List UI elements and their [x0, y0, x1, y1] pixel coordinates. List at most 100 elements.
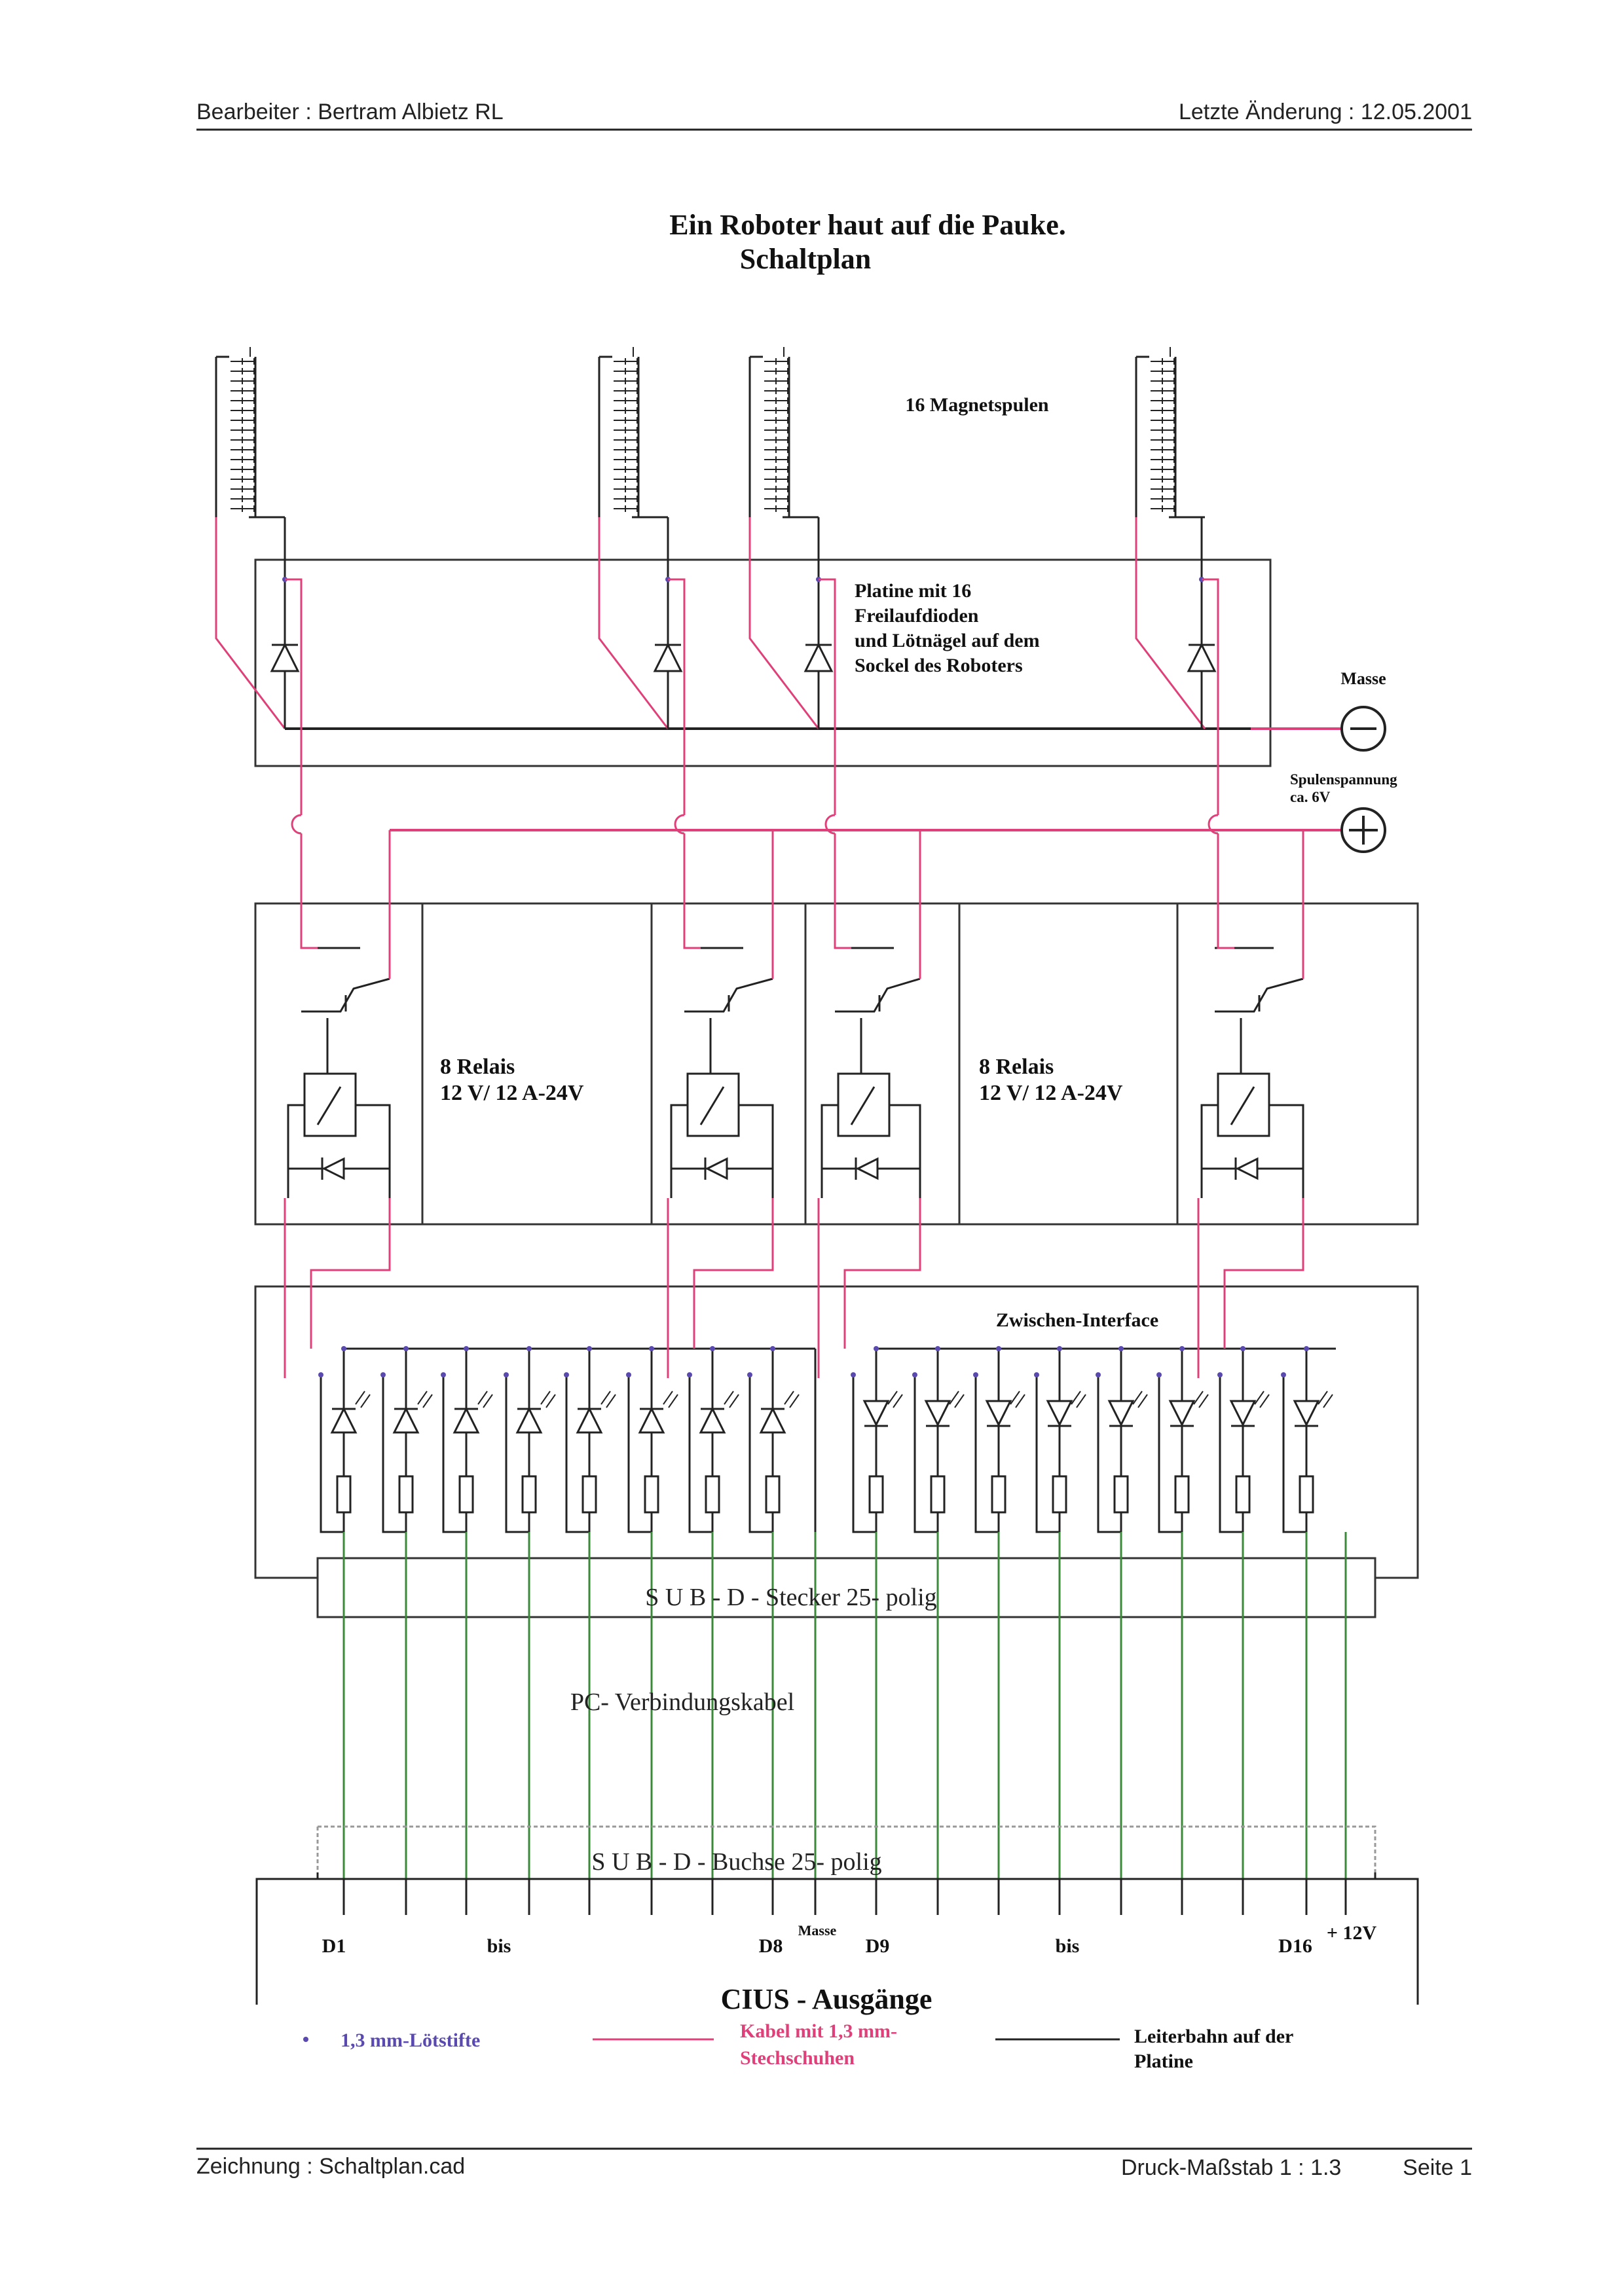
solder-pin — [526, 1346, 532, 1351]
relay-feed-wire — [285, 578, 303, 815]
resistor-icon — [1052, 1475, 1067, 1514]
relay-right-label-1: 8 Relais — [979, 1055, 1054, 1079]
solder-pin — [747, 1372, 752, 1377]
magnet-coil-icon — [215, 347, 285, 519]
diode-icon — [392, 1406, 420, 1434]
solder-pin — [973, 1372, 978, 1377]
interface-channel — [1034, 1346, 1086, 1533]
diode-icon — [322, 1157, 345, 1180]
resistor-icon — [336, 1475, 352, 1514]
diode-icon — [576, 1406, 603, 1434]
coil-return-wire — [1135, 517, 1206, 729]
interface-channels — [318, 1346, 1336, 1558]
solder-pin — [564, 1372, 569, 1377]
relay-feed-wire — [819, 578, 836, 815]
magnet-coil-icon — [1135, 347, 1205, 519]
board-label-2: Freilaufdioden — [855, 605, 979, 627]
ground-label: Masse — [1340, 669, 1386, 688]
pin-12v: + 12V — [1327, 1922, 1377, 1944]
coil-return-wire — [598, 517, 669, 729]
freewheel-diodes — [215, 517, 1217, 729]
wire-crossing — [674, 814, 685, 835]
solder-pin — [649, 1346, 654, 1351]
pin-d16: D16 — [1278, 1935, 1312, 1957]
interface-channel — [973, 1346, 1025, 1533]
solder-pin — [1240, 1346, 1246, 1351]
pin-d1: D1 — [322, 1935, 346, 1957]
solder-pin — [504, 1372, 509, 1377]
last-change-text: Letzte Änderung : 12.05.2001 — [1179, 100, 1472, 124]
relay-units — [287, 947, 1304, 1198]
relay-icon — [670, 947, 774, 1198]
pin-ticks — [342, 1879, 1347, 1915]
solder-pin — [770, 1346, 775, 1351]
relay-feed-wire — [834, 833, 851, 949]
diode-icon — [1187, 642, 1217, 672]
editor-text: Bearbeiter : Bertram Albietz RL — [196, 100, 504, 124]
diode-icon — [638, 1406, 665, 1434]
footer-page: Seite 1 — [1403, 2155, 1472, 2180]
supply-label-2: ca. 6V — [1290, 789, 1331, 805]
resistor-icon — [644, 1475, 659, 1514]
resistor-icon — [1174, 1475, 1190, 1514]
solder-pin — [1118, 1346, 1124, 1351]
resistor-icon — [521, 1475, 537, 1514]
diode-icon — [270, 642, 300, 672]
interface-feed-wire — [693, 1198, 774, 1349]
solder-pin — [1217, 1372, 1223, 1377]
solder-pin — [1304, 1346, 1309, 1351]
relay-feed-wire — [1202, 578, 1219, 815]
pin-d9: D9 — [866, 1935, 890, 1957]
diode-icon — [1107, 1400, 1135, 1427]
relay-icon — [1200, 947, 1304, 1198]
relay-feed-wire — [683, 833, 701, 949]
solder-pin — [935, 1346, 940, 1351]
solder-pin — [996, 1346, 1001, 1351]
magnet-coil-icon — [748, 347, 819, 519]
diode-icon — [1168, 1400, 1196, 1427]
relay-left-label-1: 8 Relais — [440, 1055, 515, 1079]
coils-label: 16 Magnetspulen — [905, 394, 1049, 416]
resistor-icon — [398, 1475, 414, 1514]
interface-channel — [626, 1346, 678, 1533]
diode-icon — [803, 642, 834, 672]
diode-icon — [862, 1400, 890, 1427]
diagram-subtitle: Schaltplan — [740, 243, 872, 275]
cius-title: CIUS - Ausgänge — [721, 1983, 932, 2015]
diagram-title: Ein Roboter haut auf die Pauke. — [669, 209, 1066, 241]
interface-feed-wire — [843, 1198, 921, 1349]
pin-bis-2: bis — [1056, 1935, 1080, 1957]
interface-channel — [912, 1346, 965, 1533]
interface-channel — [441, 1346, 493, 1533]
resistor-icon — [930, 1475, 946, 1514]
solder-pin — [1057, 1346, 1062, 1351]
solder-pin — [687, 1372, 692, 1377]
pink-cables — [284, 578, 1304, 1378]
pin-bis-1: bis — [487, 1935, 511, 1957]
subd-socket — [316, 1825, 1376, 1872]
legend-trace-2: Platine — [1134, 2050, 1193, 2072]
interface-channel — [1156, 1346, 1209, 1533]
diode-icon — [759, 1406, 786, 1434]
solder-pin — [851, 1372, 856, 1377]
solder-pin — [874, 1346, 879, 1351]
diode-icon — [705, 1157, 728, 1180]
wire-crossing — [291, 814, 302, 835]
coil-stacks — [215, 347, 1205, 519]
diode-icon — [330, 1406, 358, 1434]
solder-pin — [1034, 1372, 1039, 1377]
interface-label: Zwischen-Interface — [996, 1309, 1158, 1331]
diode-icon — [924, 1400, 951, 1427]
diode-icon — [653, 642, 683, 672]
resistor-icon — [705, 1475, 720, 1514]
solder-pin — [441, 1372, 446, 1377]
board-label-3: und Lötnägel auf dem — [855, 630, 1040, 651]
resistor-icon — [765, 1475, 781, 1514]
diode-icon — [515, 1406, 543, 1434]
board-label-1: Platine mit 16 — [855, 580, 971, 602]
interface-channel — [564, 1346, 616, 1533]
wire-crossing — [824, 814, 836, 835]
resistor-icon — [1299, 1475, 1314, 1514]
interface-channel — [687, 1346, 739, 1533]
